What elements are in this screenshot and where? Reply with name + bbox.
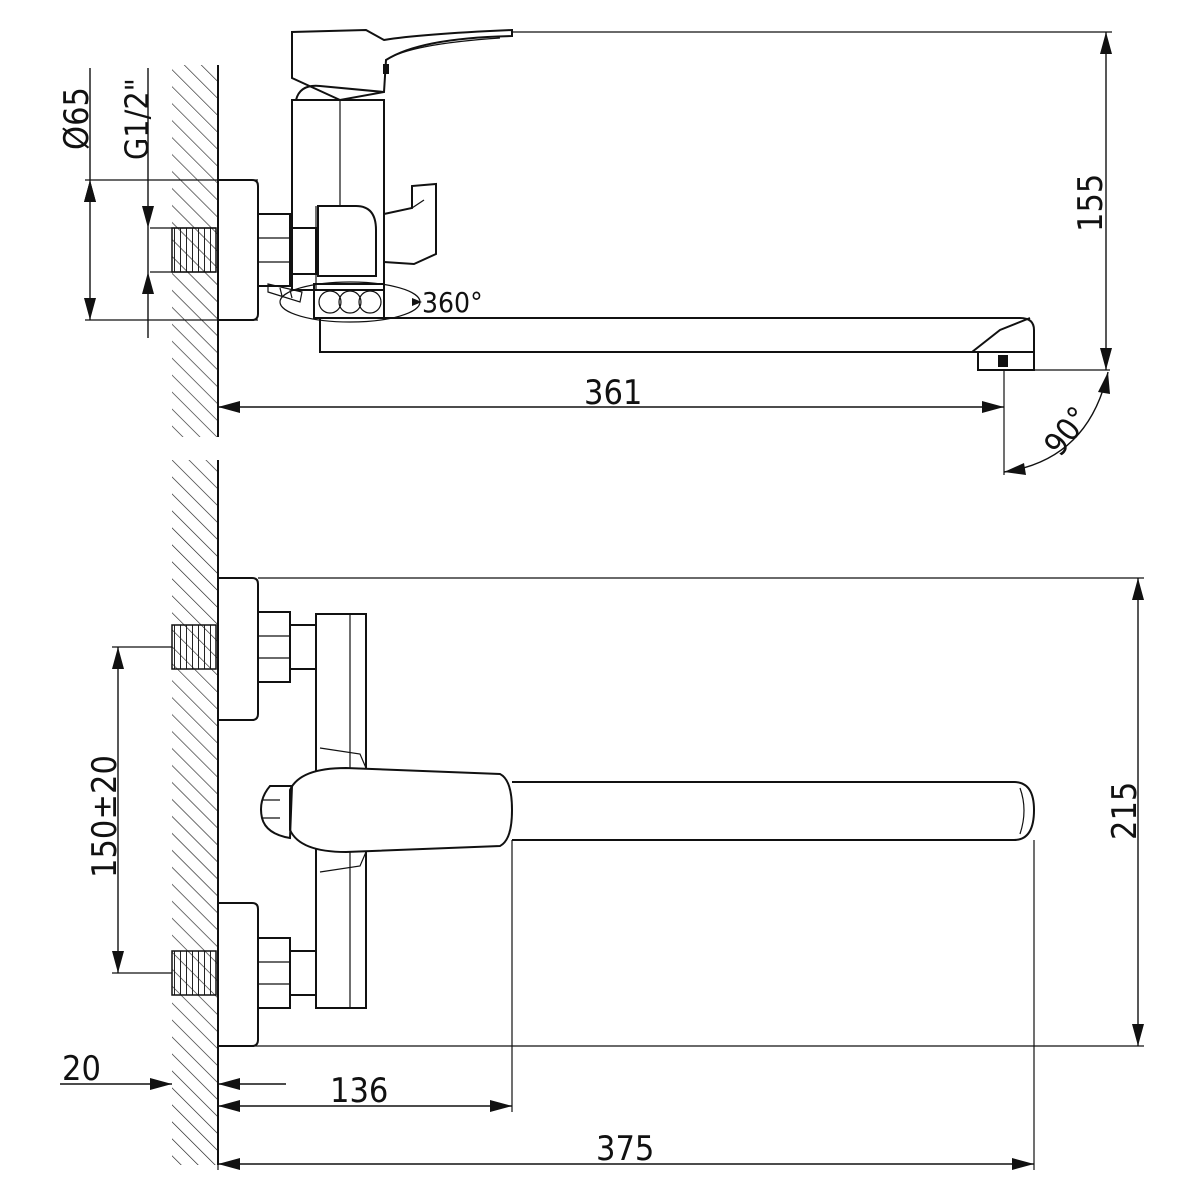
dimension-thread: G1/2" [118, 68, 156, 338]
handle-reach-label: 136 [330, 1071, 388, 1111]
total-reach-label: 375 [596, 1129, 654, 1169]
wall-offset-label: 20 [62, 1049, 101, 1089]
height-label: 155 [1071, 174, 1111, 232]
swivel-angle-label: 90° [1036, 399, 1097, 463]
dimension-swivel-angle: 90° [1003, 371, 1110, 475]
diameter-label: Ø65 [57, 87, 97, 150]
wall-bottom-view [172, 460, 219, 1165]
rotation-label: 360° [422, 286, 483, 319]
faucet-plan-view [171, 577, 1036, 1047]
dimension-height: 155 [512, 31, 1112, 370]
dimension-inlet-spacing: 150±20 [85, 646, 172, 974]
inlet-spacing-label: 150±20 [85, 755, 125, 878]
dimension-total-reach: 375 [217, 840, 1035, 1170]
dimension-diameter: Ø65 [57, 68, 258, 321]
dimension-spout-reach: 361 [218, 370, 1005, 475]
dimension-wall-offset: 20 [60, 1049, 286, 1090]
dimension-depth: 215 [218, 577, 1145, 1047]
spout-reach-label: 361 [584, 373, 642, 413]
thread-label: G1/2" [118, 78, 156, 160]
depth-label: 215 [1105, 782, 1145, 840]
dimension-handle-reach: 136 [218, 840, 513, 1112]
faucet-side-view [150, 28, 1110, 371]
